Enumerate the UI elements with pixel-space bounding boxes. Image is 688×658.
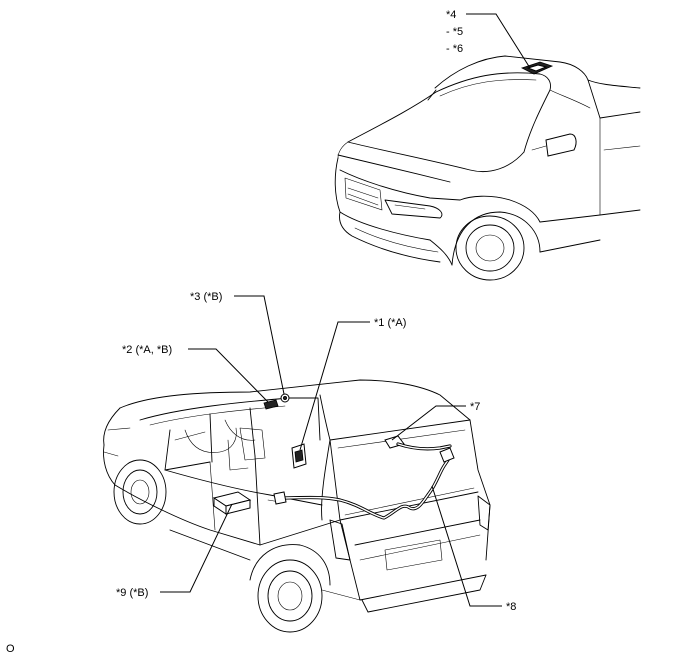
footer-code: O [6,643,15,655]
leader-lines [160,13,531,607]
callout-3: *3 (*B) [190,291,222,303]
callout-labels: *4 - *5 - *6 *3 (*B) *1 (*A) *2 (*A, *B)… [6,9,516,655]
callout-4: *4 [446,9,456,21]
callout-7: *7 [470,401,480,413]
callout-8: *8 [506,601,516,613]
leader-c7 [391,405,466,441]
leader-c4 [466,13,531,69]
rear-vehicle-illustration [103,379,491,633]
callout-9: *9 (*B) [116,587,148,599]
callout-1: *1 (*A) [374,317,406,329]
leader-c3 [234,295,285,395]
leader-c1 [299,321,370,451]
callout-2: *2 (*A, *B) [122,344,172,356]
callout-5: - *5 [446,26,463,38]
callout-6: - *6 [446,43,463,55]
front-vehicle-illustration [334,55,641,281]
leader-c8 [431,485,502,607]
leader-c2 [188,348,269,403]
leader-c9 [160,503,233,593]
